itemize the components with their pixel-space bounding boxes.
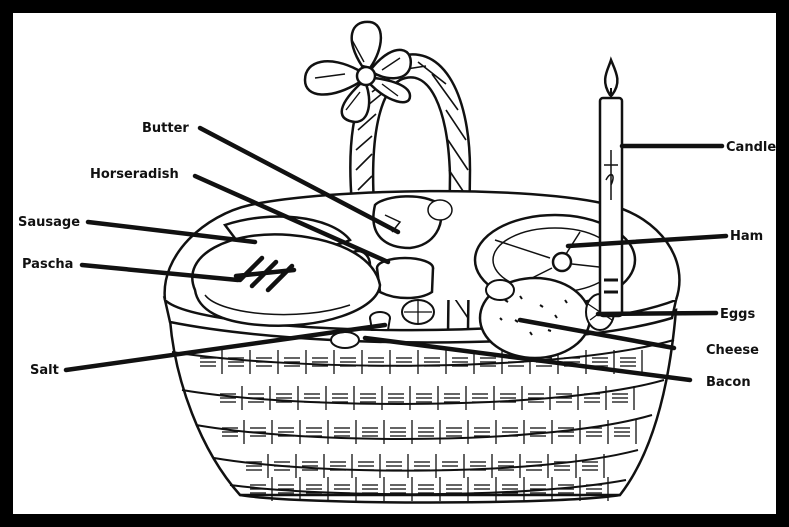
label-candle: Candle [726, 140, 776, 155]
candle [600, 60, 622, 316]
label-ham: Ham [730, 229, 763, 244]
leader-eggs [598, 313, 716, 314]
label-sausage: Sausage [18, 215, 80, 230]
label-bacon: Bacon [706, 375, 751, 390]
label-horseradish: Horseradish [90, 167, 179, 182]
label-salt: Salt [30, 363, 59, 378]
label-butter: Butter [142, 121, 189, 136]
label-cheese: Cheese [706, 343, 759, 358]
label-pascha: Pascha [22, 257, 73, 272]
bow-ribbon [305, 22, 411, 122]
label-eggs: Eggs [720, 307, 755, 322]
